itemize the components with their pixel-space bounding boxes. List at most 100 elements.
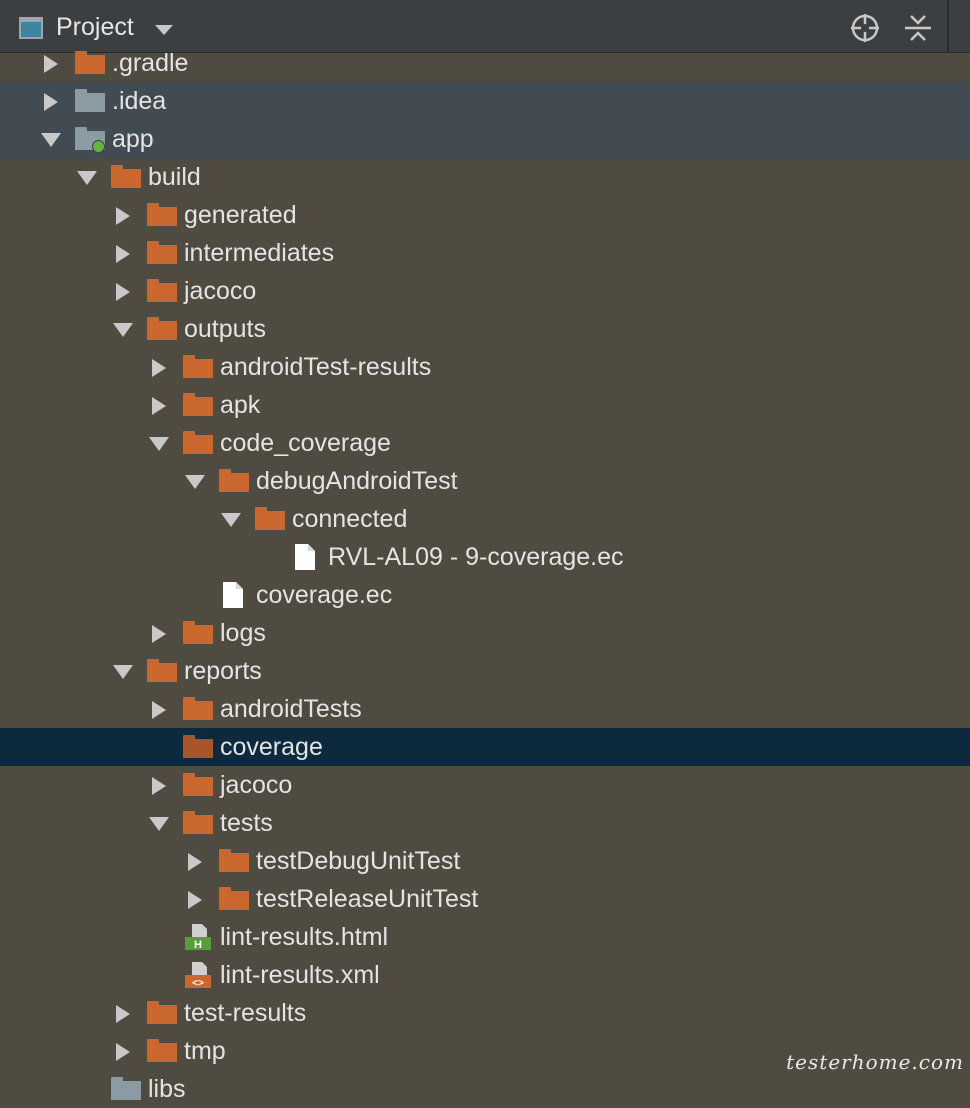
- svg-text:<>: <>: [192, 978, 204, 989]
- tree-row[interactable]: jacoco: [0, 766, 970, 804]
- folder-icon: [219, 849, 249, 873]
- tree-item-label: testReleaseUnitTest: [256, 885, 479, 913]
- folder-icon: [183, 355, 213, 379]
- tree-row[interactable]: testDebugUnitTest: [0, 842, 970, 880]
- project-window-icon: [19, 17, 43, 39]
- tree-item-label: lint-results.html: [220, 923, 389, 951]
- tree-item-label: build: [148, 163, 201, 191]
- collapsed-arrow-icon[interactable]: [112, 994, 136, 1032]
- folder-icon: [183, 811, 213, 835]
- file-icon: [291, 544, 321, 570]
- tree-row[interactable]: libs: [0, 1070, 970, 1108]
- dropdown-caret-icon[interactable]: [155, 25, 173, 35]
- expanded-arrow-icon[interactable]: [184, 462, 208, 500]
- tree-row[interactable]: debugAndroidTest: [0, 462, 970, 500]
- folder-icon: [183, 621, 213, 645]
- tree-item-label: jacoco: [220, 771, 293, 799]
- tree-item-label: RVL-AL09 - 9-coverage.ec: [328, 543, 624, 571]
- html-file-icon: H: [183, 924, 213, 951]
- collapsed-arrow-icon[interactable]: [112, 196, 136, 234]
- tree-row[interactable]: jacoco: [0, 272, 970, 310]
- expanded-arrow-icon[interactable]: [112, 310, 136, 348]
- expanded-arrow-icon[interactable]: [148, 424, 172, 462]
- expanded-arrow-icon[interactable]: [220, 500, 244, 538]
- tree-item-label: app: [112, 125, 154, 153]
- folder-icon: [147, 1039, 177, 1063]
- tree-item-label: reports: [184, 657, 262, 685]
- tree-item-label: tmp: [184, 1037, 226, 1065]
- tree-item-label: libs: [148, 1075, 186, 1103]
- tree-item-label: androidTests: [220, 695, 362, 723]
- tree-row[interactable]: code_coverage: [0, 424, 970, 462]
- folder-icon: [219, 469, 249, 493]
- tree-row[interactable]: test-results: [0, 994, 970, 1032]
- tree-row[interactable]: reports: [0, 652, 970, 690]
- tree-row[interactable]: intermediates: [0, 234, 970, 272]
- collapsed-arrow-icon[interactable]: [148, 614, 172, 652]
- collapsed-arrow-icon[interactable]: [148, 766, 172, 804]
- tree-row[interactable]: app: [0, 120, 970, 158]
- expanded-arrow-icon[interactable]: [40, 120, 64, 158]
- tree-item-label: code_coverage: [220, 429, 391, 457]
- tree-item-label: logs: [220, 619, 266, 647]
- expanded-arrow-icon[interactable]: [148, 804, 172, 842]
- collapsed-arrow-icon[interactable]: [40, 44, 64, 82]
- file-icon: [219, 582, 249, 608]
- tree-item-label: lint-results.xml: [220, 961, 380, 989]
- tree-row[interactable]: outputs: [0, 310, 970, 348]
- project-panel-header: Project: [0, 0, 970, 53]
- tree-item-label: coverage: [220, 733, 323, 761]
- collapse-all-icon[interactable]: [903, 13, 933, 43]
- folder-icon: [111, 165, 141, 189]
- tree-item-label: coverage.ec: [256, 581, 393, 609]
- tree-row[interactable]: androidTest-results: [0, 348, 970, 386]
- tree-row[interactable]: testReleaseUnitTest: [0, 880, 970, 918]
- collapsed-arrow-icon[interactable]: [112, 234, 136, 272]
- tree-item-label: .idea: [112, 87, 167, 115]
- header-separator: [947, 0, 949, 53]
- tree-row[interactable]: <> lint-results.xml: [0, 956, 970, 994]
- tree-item-label: test-results: [184, 999, 307, 1027]
- collapsed-arrow-icon[interactable]: [112, 272, 136, 310]
- tree-row[interactable]: connected: [0, 500, 970, 538]
- collapsed-arrow-icon[interactable]: [184, 880, 208, 918]
- folder-icon: [183, 431, 213, 455]
- tree-row[interactable]: androidTests: [0, 690, 970, 728]
- tree-row[interactable]: tests: [0, 804, 970, 842]
- collapsed-arrow-icon[interactable]: [184, 842, 208, 880]
- collapsed-arrow-icon[interactable]: [112, 1032, 136, 1070]
- tree-row[interactable]: logs: [0, 614, 970, 652]
- tree-row[interactable]: build: [0, 158, 970, 196]
- collapsed-arrow-icon[interactable]: [40, 82, 64, 120]
- module-folder-icon: [75, 127, 105, 153]
- collapsed-arrow-icon[interactable]: [148, 348, 172, 386]
- tree-item-label: generated: [184, 201, 297, 229]
- panel-title[interactable]: Project: [56, 13, 134, 41]
- collapsed-arrow-icon[interactable]: [148, 690, 172, 728]
- tree-item-label: androidTest-results: [220, 353, 432, 381]
- tree-item-label: debugAndroidTest: [256, 467, 458, 495]
- tree-row[interactable]: apk: [0, 386, 970, 424]
- tree-row[interactable]: generated: [0, 196, 970, 234]
- locate-target-icon[interactable]: [850, 13, 880, 43]
- expanded-arrow-icon[interactable]: [112, 652, 136, 690]
- folder-icon: [147, 659, 177, 683]
- tree-row[interactable]: .idea: [0, 82, 970, 120]
- svg-text:H: H: [194, 939, 202, 951]
- excluded-folder-icon: [75, 89, 105, 113]
- tree-row[interactable]: RVL-AL09 - 9-coverage.ec: [0, 538, 970, 576]
- tree-row[interactable]: coverage: [0, 728, 970, 766]
- folder-icon: [147, 203, 177, 227]
- tree-row[interactable]: tmp: [0, 1032, 970, 1070]
- folder-icon: [75, 51, 105, 75]
- folder-icon: [183, 773, 213, 797]
- xml-file-icon: <>: [183, 962, 213, 989]
- tree-row[interactable]: coverage.ec: [0, 576, 970, 614]
- collapsed-arrow-icon[interactable]: [148, 386, 172, 424]
- excluded-folder-icon: [111, 1077, 141, 1101]
- expanded-arrow-icon[interactable]: [76, 158, 100, 196]
- folder-icon: [147, 1001, 177, 1025]
- tree-row[interactable]: .gradle: [0, 44, 970, 82]
- tree-item-label: testDebugUnitTest: [256, 847, 461, 875]
